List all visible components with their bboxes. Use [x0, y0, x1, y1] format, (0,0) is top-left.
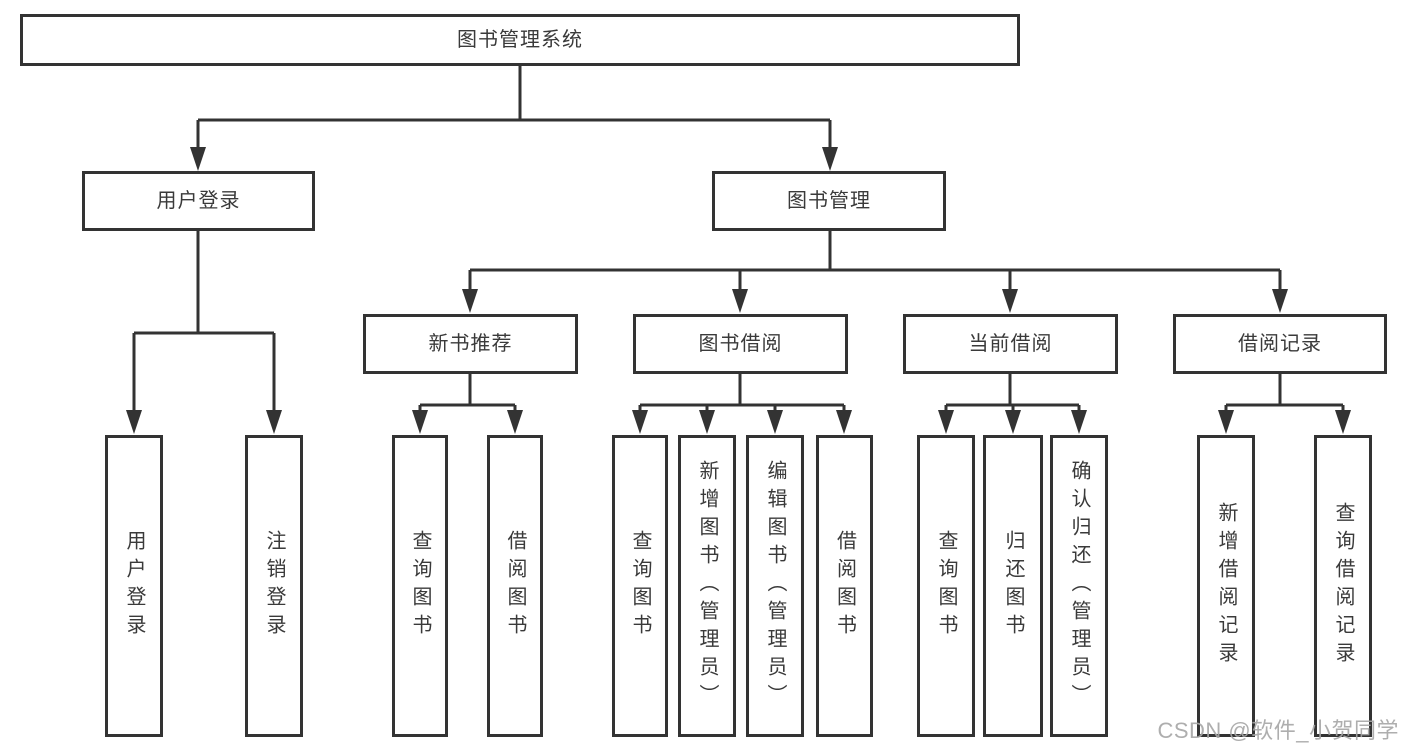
node-query-books-borrowing: 查询图书: [612, 435, 668, 737]
node-new-book-recommend: 新书推荐: [363, 314, 578, 374]
node-add-borrow-record: 新增借阅记录: [1197, 435, 1255, 737]
node-query-borrow-record: 查询借阅记录: [1314, 435, 1372, 737]
edge-current-borrowing-to-leaves: [944, 374, 1081, 414]
csdn-watermark: CSDN @软件_小贺同学: [1157, 718, 1399, 743]
node-label: 借阅记录: [1238, 333, 1322, 355]
node-label: 借阅图书: [833, 530, 856, 642]
node-query-books-current: 查询图书: [917, 435, 975, 737]
node-query-books-recommend: 查询图书: [392, 435, 448, 737]
node-label: 查询图书: [629, 530, 651, 642]
node-borrow-books-recommend: 借阅图书: [487, 435, 543, 737]
node-add-books-admin: 新增图书（管理员）: [678, 435, 736, 737]
node-current-borrowing: 当前借阅: [903, 314, 1118, 374]
node-label: 图书借阅: [698, 333, 783, 355]
node-edit-books-admin: 编辑图书（管理员）: [746, 435, 804, 737]
node-label: 查询图书: [409, 530, 431, 642]
node-library-management-system: 图书管理系统: [20, 14, 1020, 66]
node-label: 新增借阅记录: [1215, 502, 1237, 670]
node-book-borrowing: 图书借阅: [633, 314, 848, 374]
node-borrowing-records: 借阅记录: [1173, 314, 1387, 374]
node-user-login-module: 用户登录: [82, 171, 315, 231]
node-label: 新书推荐: [428, 333, 513, 355]
node-book-management-module: 图书管理: [712, 171, 946, 231]
edge-new-book-recommend-to-leaves: [418, 374, 517, 414]
edge-book-management-to-level3: [468, 231, 1282, 293]
node-return-books: 归还图书: [983, 435, 1043, 737]
node-label: 查询借阅记录: [1332, 502, 1354, 670]
edge-borrowing-records-to-leaves: [1224, 374, 1345, 414]
node-label: 查询图书: [935, 530, 957, 642]
edge-book-borrowing-to-leaves: [638, 374, 846, 414]
node-label: 借阅图书: [504, 530, 526, 642]
node-label: 图书管理: [787, 190, 871, 212]
node-label: 编辑图书（管理员）: [764, 460, 786, 712]
node-label: 用户登录: [123, 530, 145, 642]
node-logout: 注销登录: [245, 435, 303, 737]
node-label: 注销登录: [263, 530, 285, 642]
node-label: 归还图书: [1002, 530, 1024, 642]
node-borrow-books-borrowing: 借阅图书: [816, 435, 873, 737]
node-confirm-return-admin: 确认归还（管理员）: [1050, 435, 1108, 737]
edge-root-to-level2: [196, 66, 832, 152]
node-label: 用户登录: [156, 190, 241, 212]
node-user-login: 用户登录: [105, 435, 163, 737]
edge-user-login-to-leaves: [132, 231, 276, 414]
node-label: 新增图书（管理员）: [696, 460, 718, 712]
node-label: 图书管理系统: [457, 29, 583, 51]
node-label: 确认归还（管理员）: [1068, 460, 1090, 712]
node-label: 当前借阅: [968, 333, 1053, 355]
